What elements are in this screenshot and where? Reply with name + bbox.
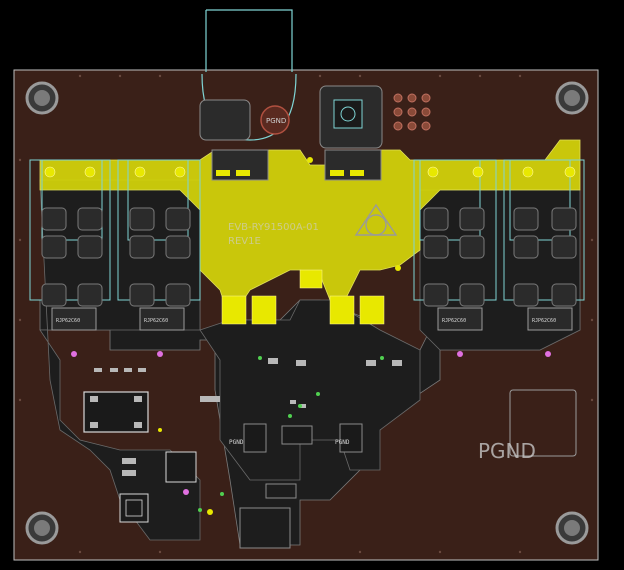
relay-pads bbox=[41, 207, 577, 307]
pgnd-test-pad-label: PGND bbox=[266, 117, 286, 125]
mosfet-label-3: RJP62C60 bbox=[442, 318, 466, 324]
center-regulators bbox=[243, 423, 363, 453]
vias bbox=[198, 356, 384, 512]
tactile-switch-bottom-actuator bbox=[125, 499, 143, 517]
bottom-connector bbox=[239, 507, 291, 549]
relay-block-left bbox=[29, 159, 201, 301]
copper-pad-grid bbox=[393, 93, 431, 131]
relay-module-pins bbox=[90, 396, 142, 428]
mosfet-packages bbox=[51, 307, 573, 331]
tactile-switch-top bbox=[333, 99, 363, 129]
mosfet-label-1: RJP62C60 bbox=[56, 318, 80, 324]
mosfet-label-4: RJP62C60 bbox=[532, 318, 556, 324]
board-part-number: EVB-RY91500A-01 bbox=[228, 222, 319, 233]
bottom-header bbox=[265, 483, 297, 499]
mounting-holes bbox=[25, 81, 589, 545]
board-revision: REV1E bbox=[228, 236, 261, 247]
inductor bbox=[165, 451, 197, 483]
yellow-vias bbox=[158, 157, 401, 515]
edge-stitching bbox=[18, 74, 594, 554]
pink-pads bbox=[71, 351, 551, 495]
reg-label-left: PGND bbox=[229, 439, 244, 446]
tactile-switch-bottom bbox=[119, 493, 149, 523]
top-ic-yellow-pads bbox=[216, 170, 364, 176]
relay-block-right bbox=[413, 159, 585, 301]
pgnd-test-pad bbox=[260, 105, 290, 135]
pgnd-large-pad bbox=[509, 389, 577, 457]
center-fet-pads bbox=[221, 269, 385, 325]
reg-label-right: PGND bbox=[335, 439, 350, 446]
pad-row-top bbox=[44, 166, 576, 178]
mosfet-label-2: RJP62C60 bbox=[144, 318, 168, 324]
pgnd-large-label: PGND bbox=[478, 439, 536, 463]
company-logo bbox=[354, 203, 398, 236]
passive-components bbox=[94, 358, 402, 476]
tactile-switch-top-actuator bbox=[340, 106, 356, 122]
